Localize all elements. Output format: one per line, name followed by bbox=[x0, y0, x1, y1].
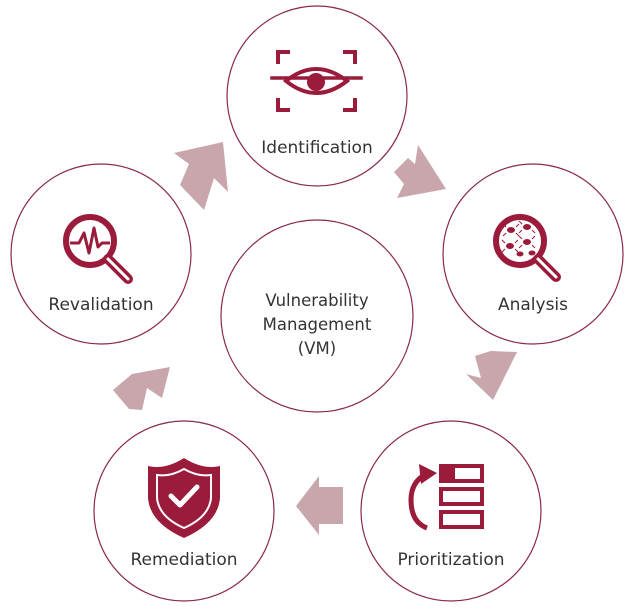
arrow-revalidation-to-identification bbox=[174, 142, 228, 210]
step-circle-identification bbox=[226, 5, 408, 187]
step-label-remediation: Remediation bbox=[130, 550, 237, 570]
arrow-analysis-to-prioritization bbox=[466, 349, 517, 400]
center-circle bbox=[220, 219, 414, 413]
arrow-identification-to-analysis bbox=[394, 145, 446, 198]
step-label-prioritization: Prioritization bbox=[397, 550, 504, 570]
shield-check-icon bbox=[148, 458, 220, 538]
priority-list-icon bbox=[408, 464, 484, 531]
eye-scan-icon bbox=[270, 50, 363, 112]
arrow-prioritization-to-remediation bbox=[296, 476, 343, 535]
center-line-2: Management bbox=[263, 315, 372, 334]
center-line-3: (VM) bbox=[298, 339, 336, 358]
bug-magnifier-icon bbox=[493, 214, 561, 282]
center-line-1: Vulnerability bbox=[265, 291, 368, 310]
step-label-analysis: Analysis bbox=[498, 295, 568, 315]
pulse-magnifier-icon bbox=[63, 214, 133, 284]
arrow-remediation-to-revalidation bbox=[113, 367, 170, 410]
step-label-revalidation: Revalidation bbox=[48, 295, 153, 315]
step-label-identification: Identification bbox=[261, 138, 372, 158]
